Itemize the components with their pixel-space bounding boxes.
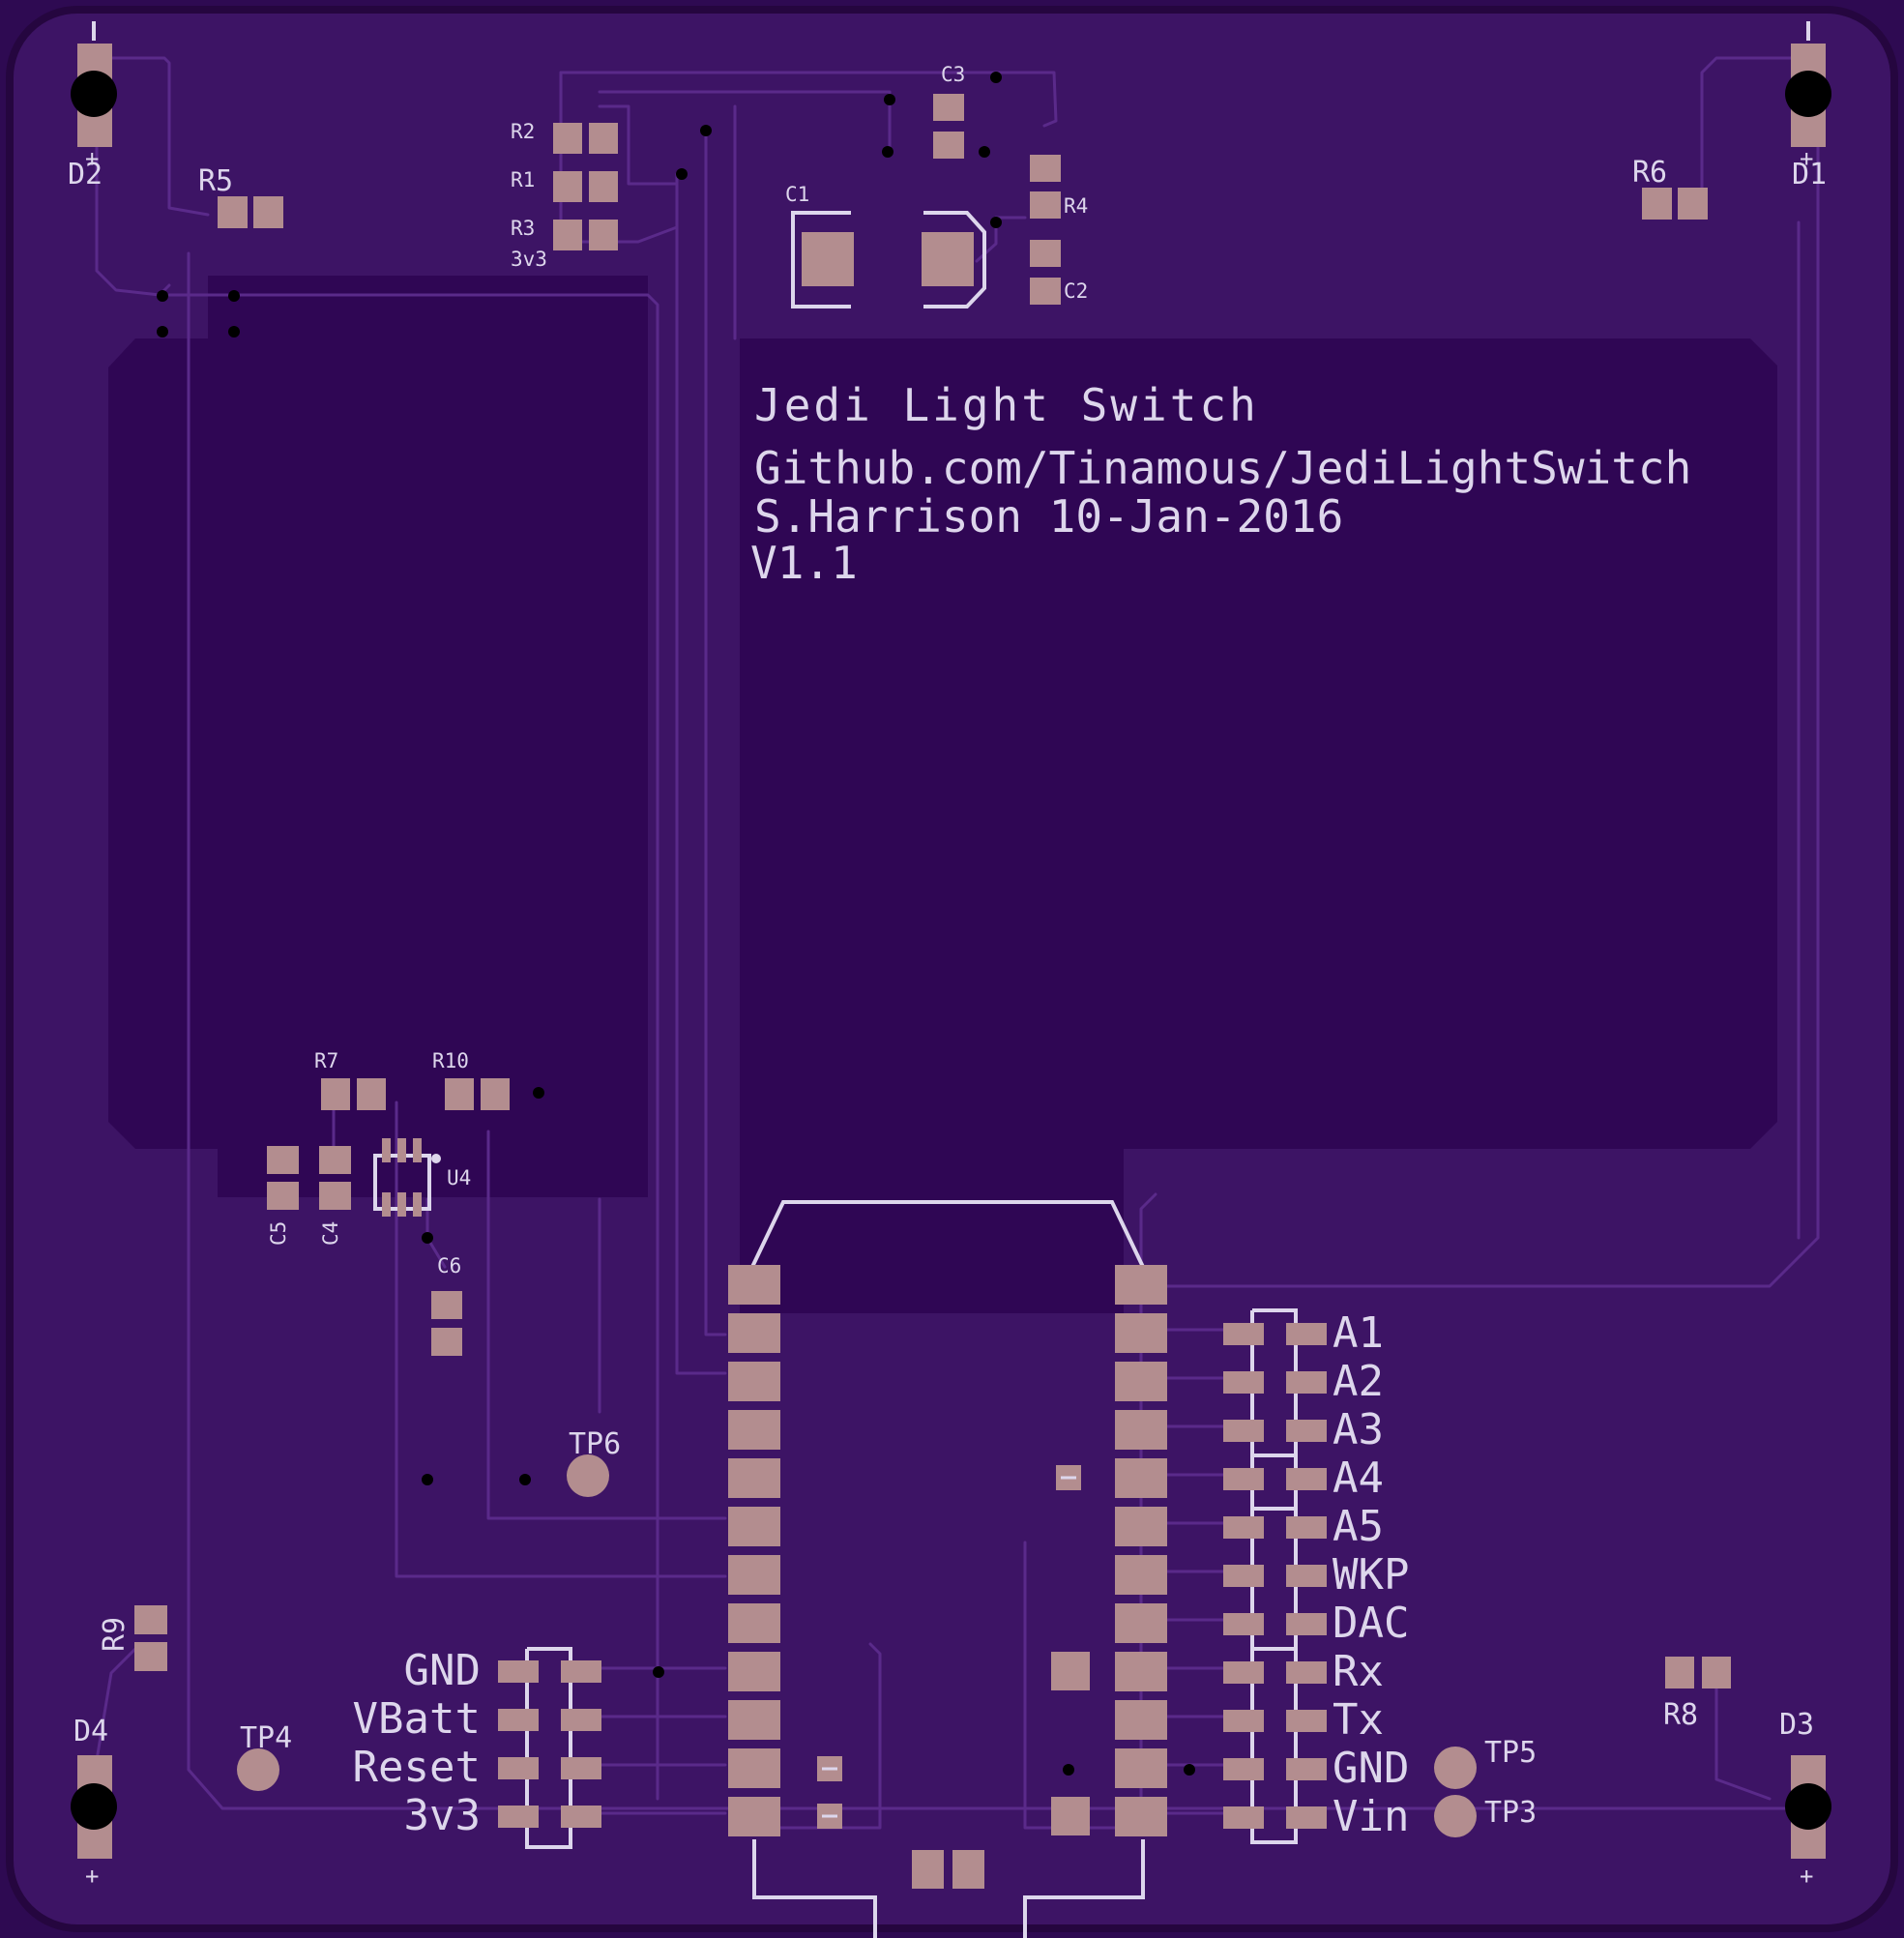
board-url: Github.com/Tinamous/JediLightSwitch: [754, 442, 1691, 494]
right-header-label: A4: [1333, 1454, 1384, 1503]
ref-r2: R2: [511, 120, 535, 143]
ref-r1: R1: [511, 168, 535, 191]
left-header-label: Reset: [353, 1743, 481, 1792]
ref-tp4: TP4: [240, 1721, 292, 1755]
right-header-label: A2: [1333, 1357, 1384, 1406]
right-header-label: WKP: [1333, 1550, 1409, 1600]
board-title: Jedi Light Switch: [754, 379, 1259, 431]
ref-r3: R3: [511, 217, 535, 240]
ref-r7: R7: [314, 1049, 338, 1072]
ref-designators: D2 D1 D4 D3 R5 R6 R8 R2 R1 R3 3v3 C3 C1 …: [68, 63, 1827, 1830]
ref-c3: C3: [941, 63, 965, 86]
ref-tp6: TP6: [569, 1427, 621, 1461]
right-header-label: Tx: [1333, 1695, 1384, 1745]
silkscreen-outlines: [92, 21, 1810, 1938]
right-header-labels: A1 A2 A3 A4 A5 WKP DAC Rx Tx GND Vin: [1333, 1308, 1409, 1841]
led-polarity-marks: + + + +: [85, 145, 1813, 1890]
pad-marks: [822, 1476, 1076, 1818]
u4-pin1-dot: [431, 1154, 441, 1163]
ref-u4: U4: [447, 1166, 471, 1189]
right-header-label: Rx: [1333, 1647, 1384, 1696]
ref-c5: C5: [267, 1221, 290, 1246]
ref-c6: C6: [437, 1254, 461, 1277]
right-header-label: GND: [1333, 1744, 1409, 1793]
ref-r8: R8: [1663, 1698, 1698, 1732]
copper-traces: [95, 56, 1820, 1830]
polarity-plus-d1: +: [1800, 145, 1813, 172]
ref-r4: R4: [1064, 194, 1088, 218]
ref-r9: R9: [98, 1617, 132, 1652]
ref-c4: C4: [319, 1221, 342, 1246]
right-header-label: DAC: [1333, 1599, 1409, 1648]
vias: [71, 71, 1831, 1830]
ref-d4: D4: [73, 1715, 108, 1748]
left-header-label: GND: [404, 1646, 481, 1695]
ref-r6: R6: [1632, 156, 1667, 190]
polarity-plus-d3: +: [1800, 1863, 1813, 1890]
ref-d2: D2: [68, 158, 103, 191]
ref-c2: C2: [1064, 279, 1088, 303]
ref-c1: C1: [785, 183, 809, 206]
right-header-label: A3: [1333, 1405, 1384, 1454]
ref-d3: D3: [1779, 1708, 1814, 1742]
right-header-label: A1: [1333, 1308, 1384, 1358]
right-header-label: Vin: [1333, 1792, 1409, 1841]
ref-3v3: 3v3: [511, 248, 547, 271]
polarity-plus-d4: +: [85, 1863, 99, 1890]
left-header-label: 3v3: [404, 1791, 481, 1840]
ref-d1: D1: [1792, 158, 1827, 191]
board-author-date: S.Harrison 10-Jan-2016: [754, 490, 1343, 543]
ref-tp5: TP5: [1484, 1736, 1537, 1770]
board-version: V1.1: [750, 537, 858, 589]
ref-tp3: TP3: [1484, 1796, 1537, 1830]
left-header-label: VBatt: [353, 1694, 481, 1744]
right-header-label: A5: [1333, 1502, 1384, 1551]
left-header-labels: GND VBatt Reset 3v3: [353, 1646, 481, 1840]
polarity-plus-d2: +: [85, 145, 99, 172]
ref-r10: R10: [432, 1049, 469, 1072]
ref-r5: R5: [198, 164, 233, 198]
